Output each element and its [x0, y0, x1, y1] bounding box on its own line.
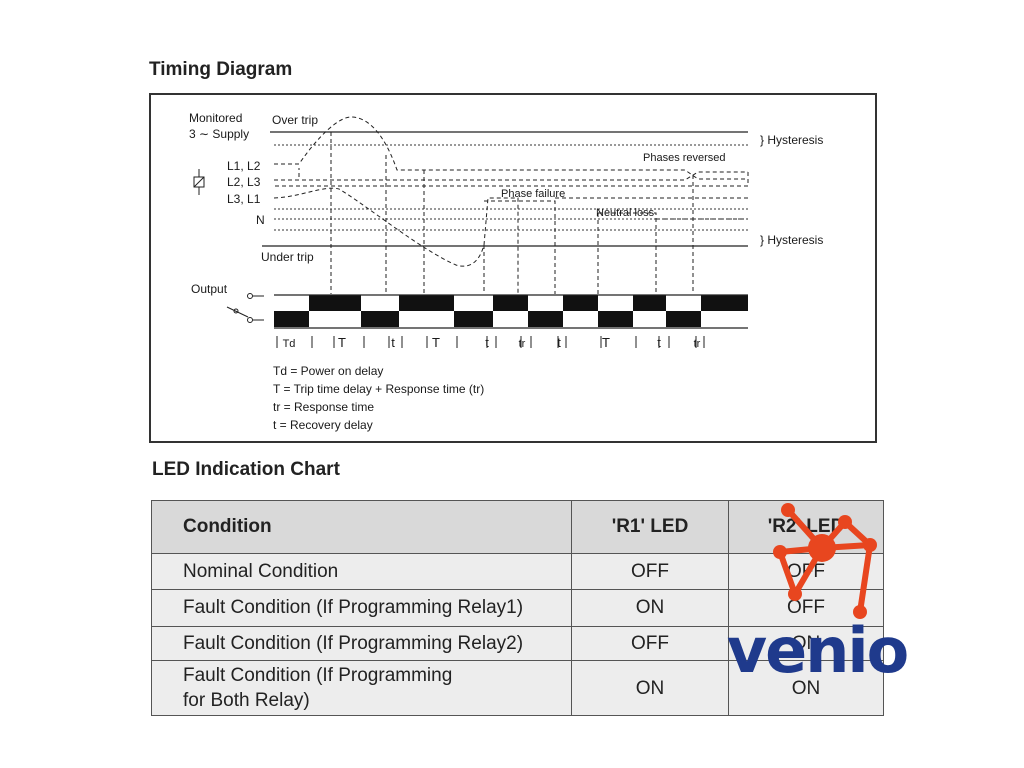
- relay-state-block: [309, 295, 361, 311]
- relay-state-block: [701, 295, 748, 311]
- relay-state-block: [274, 311, 309, 327]
- relay-state-block: [598, 311, 633, 327]
- legend-line: T = Trip time delay + Response time (tr): [273, 382, 484, 396]
- supply-label: 3 ∼ Supply: [189, 127, 249, 141]
- interval-label: T: [432, 335, 440, 350]
- relay-state-block: [666, 311, 701, 327]
- table-row: Nominal Condition OFF OFF: [151, 553, 884, 590]
- under-trip-label: Under trip: [261, 250, 314, 264]
- condition-cell: Fault Condition (If Programming Relay1): [151, 589, 572, 627]
- logo-wordmark: venio: [727, 614, 907, 685]
- l3l1-label: L3, L1: [227, 192, 261, 206]
- interval-label: tr: [694, 338, 701, 350]
- legend-line: t = Recovery delay: [273, 418, 373, 432]
- phase-failure-label: Phase failure: [501, 188, 565, 200]
- legend-line: Td = Power on delay: [273, 364, 383, 378]
- relay-state-block: [361, 311, 399, 327]
- output-label: Output: [191, 282, 228, 296]
- r2-led-cell: ON: [728, 626, 884, 661]
- interval-label: t: [557, 335, 561, 350]
- table-row: Fault Condition (If Programming for Both …: [151, 660, 884, 716]
- condition-cell: Fault Condition (If Programming for Both …: [151, 660, 572, 716]
- r1-led-cell: OFF: [571, 553, 729, 590]
- neutral-loss-label: Neutral loss: [596, 207, 655, 219]
- legend-line: tr = Response time: [273, 400, 374, 414]
- l2l3-label: L2, L3: [227, 175, 261, 189]
- led-chart-title: LED Indication Chart: [152, 459, 340, 480]
- timing-diagram-title: Timing Diagram: [149, 59, 293, 80]
- r1-led-header: 'R1' LED: [571, 500, 729, 554]
- interval-label: t: [485, 335, 489, 350]
- r1-led-cell: ON: [571, 660, 729, 716]
- condition-header: Condition: [151, 500, 572, 554]
- r2-led-cell: ON: [728, 660, 884, 716]
- condition-line: for Both Relay): [183, 690, 310, 711]
- relay-state-block: [399, 295, 454, 311]
- over-trip-label: Over trip: [272, 113, 318, 127]
- venio-logo: venio: [727, 503, 909, 685]
- table-row: Fault Condition (If Programming Relay1) …: [151, 589, 884, 627]
- table-header-row: Condition 'R1' LED 'R2' LED: [151, 500, 884, 554]
- led-indication-table: Condition 'R1' LED 'R2' LED Nominal Cond…: [151, 500, 884, 716]
- neutral-label: N: [256, 213, 265, 227]
- interval-label: t: [391, 335, 395, 350]
- r1-led-cell: OFF: [571, 626, 729, 661]
- interval-label: T: [602, 335, 610, 350]
- relay-state-block: [493, 295, 528, 311]
- condition-cell: Fault Condition (If Programming Relay2): [151, 626, 572, 661]
- interval-label: Td: [283, 338, 296, 350]
- interval-label: T: [338, 335, 346, 350]
- interval-label: tr: [519, 338, 526, 350]
- condition-cell: Nominal Condition: [151, 553, 572, 590]
- relay-state-block: [563, 295, 598, 311]
- condition-line: Fault Condition (If Programming: [183, 665, 453, 686]
- table-row: Fault Condition (If Programming Relay2) …: [151, 626, 884, 661]
- hysteresis-bottom-label: } Hysteresis: [760, 233, 823, 247]
- relay-state-block: [633, 295, 666, 311]
- output-relay-pattern: [274, 295, 748, 327]
- monitored-label: Monitored: [189, 111, 242, 125]
- relay-state-block: [528, 311, 563, 327]
- hysteresis-top-label: } Hysteresis: [760, 133, 823, 147]
- relay-state-block: [454, 311, 493, 327]
- phases-reversed-label: Phases reversed: [643, 152, 726, 164]
- r1-led-cell: ON: [571, 589, 729, 627]
- l1l2-label: L1, L2: [227, 159, 261, 173]
- interval-label: t: [657, 335, 661, 350]
